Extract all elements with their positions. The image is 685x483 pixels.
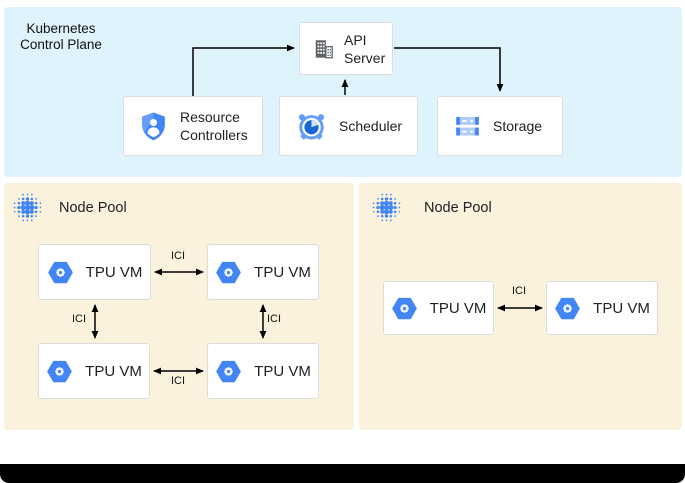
control-plane-title: Kubernetes Control Plane xyxy=(8,21,114,52)
ici-link-label: ICI xyxy=(511,285,527,297)
tpu-hexagon-icon xyxy=(215,359,242,384)
tpu-vm-node: TPU VM xyxy=(207,244,319,300)
tpu-vm-node: TPU VM xyxy=(38,244,151,300)
tpu-vm-node: TPU VM xyxy=(546,281,658,335)
bottom-window-bar xyxy=(0,464,685,483)
tpu-vm-label: TPU VM xyxy=(85,263,143,281)
tpu-vm-label: TPU VM xyxy=(429,299,487,317)
api-server-node: API Server xyxy=(299,22,393,75)
node-pool-header-left: Node Pool xyxy=(12,192,127,223)
resource-controllers-node: Resource Controllers xyxy=(123,96,263,156)
tpu-vm-node: TPU VM xyxy=(38,343,150,399)
tpu-vm-node: TPU VM xyxy=(383,281,494,335)
tpu-hexagon-icon xyxy=(46,359,73,384)
node-pool-dots-icon xyxy=(371,192,402,223)
scheduler-label: Scheduler xyxy=(339,118,403,134)
tpu-vm-label: TPU VM xyxy=(254,263,311,281)
node-pool-header-right: Node Pool xyxy=(371,192,492,223)
ici-link-label: ICI xyxy=(170,250,186,262)
node-pool-label: Node Pool xyxy=(59,199,127,216)
api-server-label: API Server xyxy=(344,31,386,66)
tpu-vm-label: TPU VM xyxy=(254,362,311,380)
tpu-hexagon-icon xyxy=(215,260,242,285)
ici-link-label: ICI xyxy=(266,313,282,325)
tpu-hexagon-icon xyxy=(391,296,418,321)
storage-node: Storage xyxy=(437,96,563,156)
node-pool-label: Node Pool xyxy=(424,199,492,216)
storage-stack-icon xyxy=(454,115,481,138)
tpu-vm-label: TPU VM xyxy=(593,299,650,317)
shield-user-icon xyxy=(139,111,168,142)
tpu-vm-label: TPU VM xyxy=(85,362,142,380)
storage-label: Storage xyxy=(493,118,543,134)
control-plane-title-line2: Control Plane xyxy=(20,36,102,52)
scheduler-node: Scheduler xyxy=(279,96,418,156)
tpu-vm-node: TPU VM xyxy=(207,343,319,399)
building-icon xyxy=(313,38,335,60)
resource-controllers-label: Resource Controllers xyxy=(180,109,248,143)
alarm-clock-icon xyxy=(296,111,327,142)
ici-link-label: ICI xyxy=(170,375,186,387)
control-plane-title-line1: Kubernetes xyxy=(26,21,96,36)
tpu-hexagon-icon xyxy=(554,296,581,321)
ici-link-label: ICI xyxy=(71,313,87,325)
tpu-hexagon-icon xyxy=(47,260,74,285)
node-pool-dots-icon xyxy=(12,192,43,223)
